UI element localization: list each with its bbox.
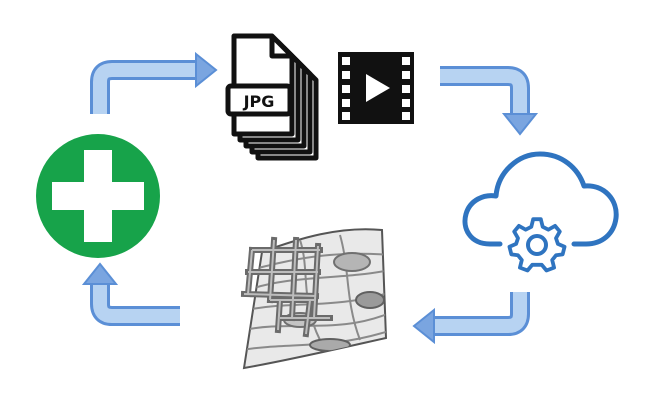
arrow-medical-to-images (90, 51, 218, 114)
jpg-label: JPG (243, 92, 275, 111)
arrow-map-to-medical (81, 262, 180, 326)
video-film-icon (338, 52, 414, 124)
jpg-files-stack-icon: JPG (225, 33, 319, 161)
arrow-cloud-to-map (412, 292, 530, 345)
medical-cross-icon (36, 134, 160, 258)
contour-mesh-map-icon (240, 228, 388, 370)
arrow-video-to-cloud (440, 66, 539, 136)
cloud-gear-icon (462, 151, 619, 273)
